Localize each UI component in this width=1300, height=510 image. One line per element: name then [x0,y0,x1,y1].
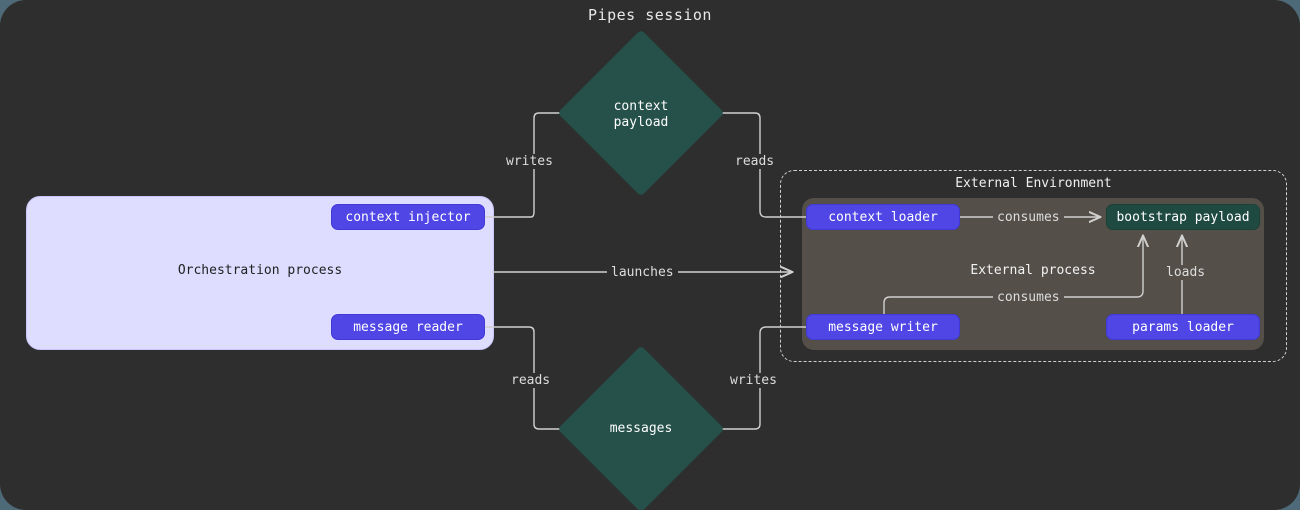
cluster-external-environment-label: External Environment [955,176,1112,191]
edge-label-writes-messages: writes [726,373,781,388]
node-messages-label-line-1: messages [609,421,673,436]
node-message-writer-label: message writer [828,319,938,335]
cluster-orchestration-process-label: Orchestration process [177,263,343,278]
node-context-loader-label: context loader [828,209,938,225]
node-context-injector-label: context injector [345,209,471,225]
edge-label-launches: launches [607,265,678,280]
node-context-payload-label: context payload [556,99,726,131]
edge-label-writes-context: writes [502,154,557,169]
cluster-external-environment: External Environment [780,170,1287,362]
node-bootstrap-payload-label: bootstrap payload [1116,209,1250,225]
edge-label-consumes-message-writer: consumes [993,290,1064,305]
node-message-reader-label: message reader [353,319,463,335]
node-message-reader[interactable]: message reader [331,314,485,340]
edge-label-reads-messages: reads [507,373,555,388]
node-context-injector[interactable]: context injector [331,204,485,230]
node-params-loader[interactable]: params loader [1106,314,1260,340]
node-messages-label: messages [556,421,726,437]
node-context-payload-label-line-1: context [613,99,669,114]
node-message-writer[interactable]: message writer [806,314,960,340]
node-bootstrap-payload[interactable]: bootstrap payload [1106,204,1260,230]
edge-label-loads: loads [1162,265,1210,280]
page-title: Pipes session [588,6,712,24]
node-context-loader[interactable]: context loader [806,204,960,230]
node-context-payload-label-line-2: payload [613,115,669,130]
node-params-loader-label: params loader [1132,319,1234,335]
edge-label-reads-context: reads [731,154,779,169]
edge-label-consumes-context-loader: consumes [993,210,1064,225]
